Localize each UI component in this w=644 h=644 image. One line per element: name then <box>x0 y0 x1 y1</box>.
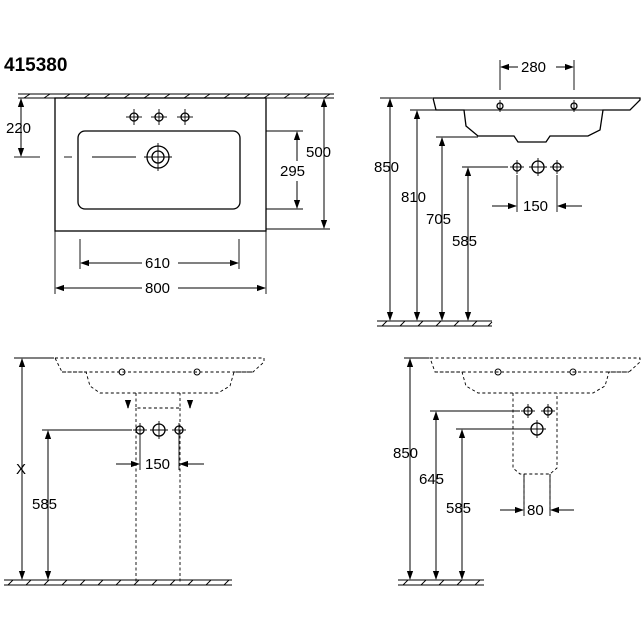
product-code: 415380 <box>4 55 67 76</box>
dim-80: 80 <box>527 502 544 519</box>
dim-295: 295 <box>280 163 305 180</box>
front-view-bottom: X 585 150 <box>4 357 265 586</box>
dim-585: 585 <box>452 233 477 250</box>
dim-850: 850 <box>374 159 399 176</box>
dim-850: 850 <box>393 445 418 462</box>
top-view: 220 500 295 610 800 <box>6 93 334 297</box>
dim-500: 500 <box>306 144 331 161</box>
dim-810: 810 <box>401 189 426 206</box>
bowl-outline <box>77 130 241 210</box>
basin-profile-dashed-side <box>429 357 641 394</box>
basin-profile <box>432 97 641 143</box>
dim-x: X <box>16 461 26 478</box>
dim-150: 150 <box>145 456 170 473</box>
dim-645: 645 <box>419 471 444 488</box>
floor-hatch-side-top <box>377 320 493 327</box>
dim-150: 150 <box>523 198 548 215</box>
floor-hatch-front <box>4 579 232 586</box>
connection-holes-side-top <box>510 158 564 176</box>
side-view-bottom: 850 645 585 80 <box>393 357 641 586</box>
dim-280: 280 <box>521 59 546 76</box>
tap-holes-top <box>126 109 193 125</box>
dim-800: 800 <box>145 280 170 297</box>
connection-holes-front <box>133 421 186 439</box>
basin-profile-dashed <box>54 357 265 394</box>
floor-hatch-side-bottom <box>398 579 484 586</box>
basin-outline <box>54 97 267 232</box>
dim-220: 220 <box>6 120 31 137</box>
dim-585: 585 <box>32 496 57 513</box>
dim-610: 610 <box>145 255 170 272</box>
connection-holes-side-bottom <box>521 404 555 438</box>
dim-585: 585 <box>446 500 471 517</box>
side-view-top: 280 850 810 705 585 150 <box>374 59 641 327</box>
dim-705: 705 <box>426 211 451 228</box>
